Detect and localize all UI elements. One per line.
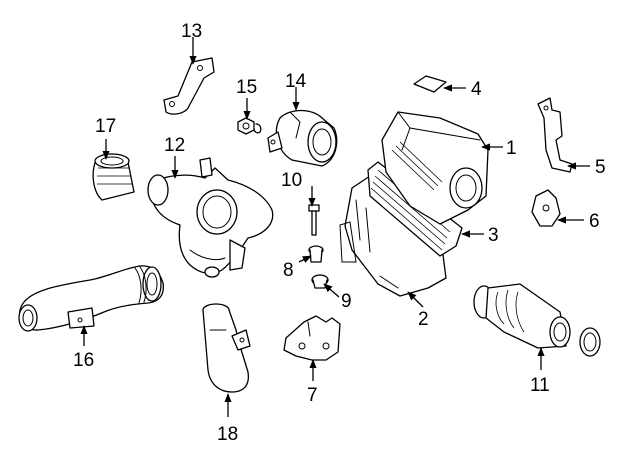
callout-13: 13: [181, 21, 202, 42]
leader-lines: [80, 37, 590, 417]
part-8-grommet[interactable]: [308, 245, 324, 263]
part-16-intake-duct[interactable]: [18, 265, 164, 332]
callout-10: 10: [281, 170, 302, 191]
callout-1: 1: [506, 138, 517, 159]
part-14-mass-airflow-housing[interactable]: [267, 109, 338, 167]
callout-3: 3: [488, 225, 499, 246]
part-11-boot[interactable]: [473, 283, 601, 357]
part-10-bolt[interactable]: [308, 204, 320, 236]
part-15-nut[interactable]: [237, 117, 262, 135]
part-6-mount[interactable]: [531, 189, 561, 227]
part-4-plate[interactable]: [413, 75, 447, 93]
part-5-bracket[interactable]: [537, 97, 573, 173]
callout-8: 8: [283, 260, 294, 281]
callout-16: 16: [73, 350, 94, 371]
callout-15: 15: [236, 77, 257, 98]
callout-11: 11: [530, 375, 550, 396]
callout-14: 14: [285, 71, 307, 92]
callout-2: 2: [418, 309, 429, 330]
callout-18: 18: [217, 424, 238, 445]
part-18-resonator[interactable]: [202, 303, 251, 393]
part-13-bracket[interactable]: [163, 57, 215, 115]
callout-12: 12: [164, 135, 185, 156]
callout-17: 17: [95, 116, 116, 137]
callout-4: 4: [471, 79, 482, 100]
callout-labels: 1 2 3 4 5 6 7 8 9 10 11 12 13 14 15 16 1…: [73, 21, 606, 445]
part-17-coupler[interactable]: [92, 153, 135, 201]
callout-9: 9: [341, 291, 352, 312]
part-1-upper-cover[interactable]: [381, 111, 489, 225]
callout-7: 7: [307, 385, 318, 406]
callout-6: 6: [589, 211, 600, 232]
part-7-mount-bracket[interactable]: [283, 315, 341, 361]
callout-5: 5: [595, 157, 606, 178]
part-12-air-duct[interactable]: [147, 157, 274, 278]
